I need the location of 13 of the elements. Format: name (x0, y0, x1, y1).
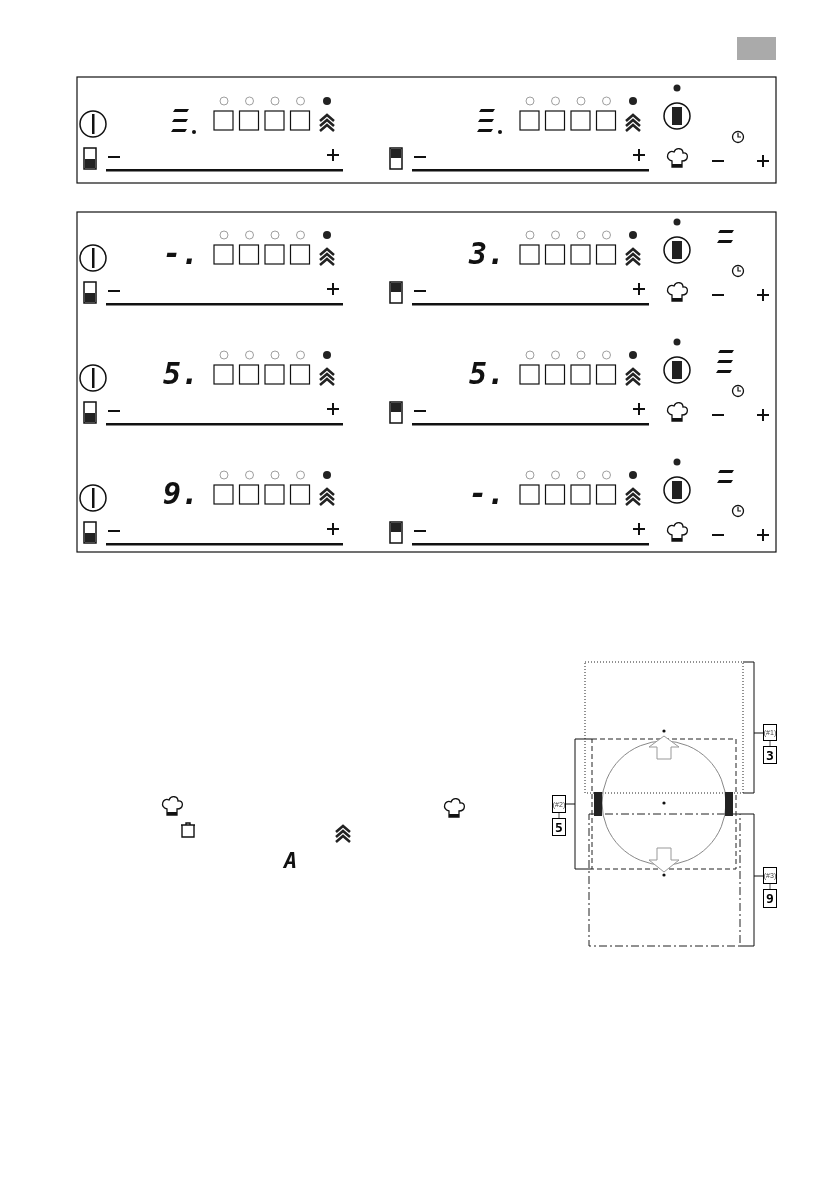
digit-display: -. (163, 239, 200, 269)
digit-box: 3 (763, 746, 777, 764)
connector-line (769, 883, 771, 890)
digit-display: 9. (163, 479, 200, 509)
digit-display: 3. (469, 239, 506, 269)
display-letter: A (284, 850, 298, 872)
digit-box: 9 (763, 889, 777, 908)
digit-display: 5. (469, 359, 506, 389)
digit-box: 5 (552, 818, 566, 836)
connector-line (558, 812, 560, 819)
connector-line (769, 740, 771, 747)
digit-display: -. (469, 479, 506, 509)
digit-display: 5. (163, 359, 200, 389)
